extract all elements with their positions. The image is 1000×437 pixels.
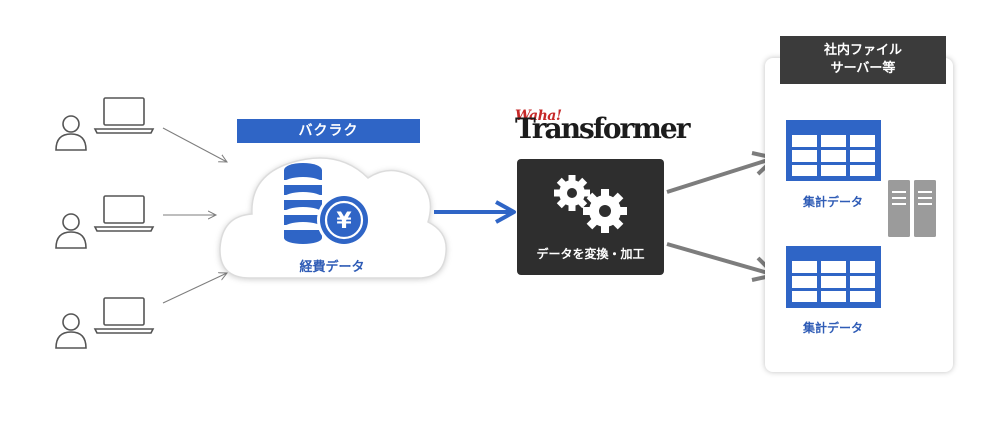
arrow-cloud-to-transformer <box>434 200 516 224</box>
gears-icon <box>554 175 627 233</box>
user-icon <box>55 313 87 349</box>
user-laptop-3 <box>55 297 155 349</box>
arrow-transformer-to-table-2 <box>666 242 777 282</box>
laptop-icon <box>93 297 155 334</box>
logo-transformer-text: Transformer <box>515 112 690 145</box>
waha-transformer-logo: Waha! Transformer <box>515 108 690 148</box>
arrow-user1-to-cloud <box>162 127 227 162</box>
arrow-user3-to-cloud <box>162 273 227 304</box>
cloud-label-expense-data: 経費データ <box>299 260 365 275</box>
file-server-header-line1: 社内ファイル <box>823 43 902 58</box>
yen-coin-icon: ¥ <box>317 193 371 247</box>
file-server-header-line2: サーバー等 <box>830 61 896 76</box>
user-icon <box>55 213 87 249</box>
laptop-icon <box>93 97 155 134</box>
laptop-icon <box>93 195 155 232</box>
coin-stack-icon <box>284 163 322 244</box>
table-label-2: 集計データ <box>802 321 863 335</box>
table-label-1: 集計データ <box>802 195 863 209</box>
user-laptop-1 <box>55 97 155 151</box>
transformer-label: データを変換・加工 <box>536 247 645 261</box>
arrow-transformer-to-table-1 <box>666 151 777 194</box>
cloud-header-bakuraku: バクラク <box>237 119 420 143</box>
transformer-box: データを変換・加工 <box>517 159 664 275</box>
logo-waha-text: Waha! <box>515 108 562 124</box>
svg-text:¥: ¥ <box>336 209 352 234</box>
user-icon <box>55 115 87 151</box>
file-server-header: 社内ファイル サーバー等 <box>780 36 946 84</box>
user-laptop-2 <box>55 195 155 249</box>
